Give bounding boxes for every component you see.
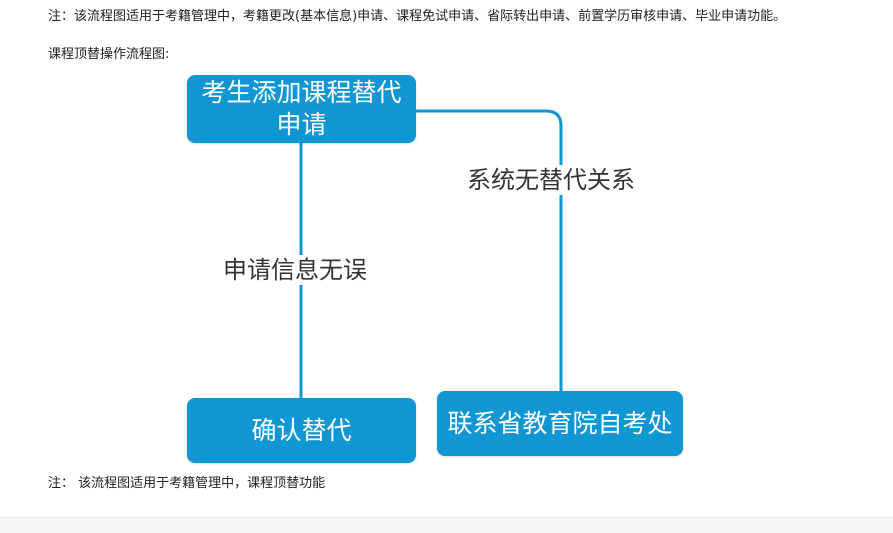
node-add-course-replacement-label: 考生添加课程替代申请 [201, 78, 402, 139]
flowchart-title: 课程顶替操作流程图: [48, 47, 170, 62]
edge-label-info-valid: 申请信息无误 [221, 255, 369, 285]
node-confirm-replacement: 确认替代 [187, 398, 416, 463]
node-contact-provincial-office-label: 联系省教育院自考处 [447, 408, 673, 438]
edge-start-to-contact [416, 109, 563, 391]
edge-label-no-replacement: 系统无替代关系 [465, 165, 637, 195]
node-add-course-replacement: 考生添加课程替代申请 [187, 75, 416, 143]
note-top: 注：该流程图适用于考籍管理中，考籍更改(基本信息)申请、课程免试申请、省际转出申… [48, 9, 787, 24]
node-contact-provincial-office: 联系省教育院自考处 [437, 391, 683, 456]
node-confirm-replacement-label: 确认替代 [251, 415, 352, 445]
note-bottom: 注： 该流程图适用于考籍管理中，课程顶替功能 [48, 476, 326, 491]
footer-bar [0, 517, 893, 533]
